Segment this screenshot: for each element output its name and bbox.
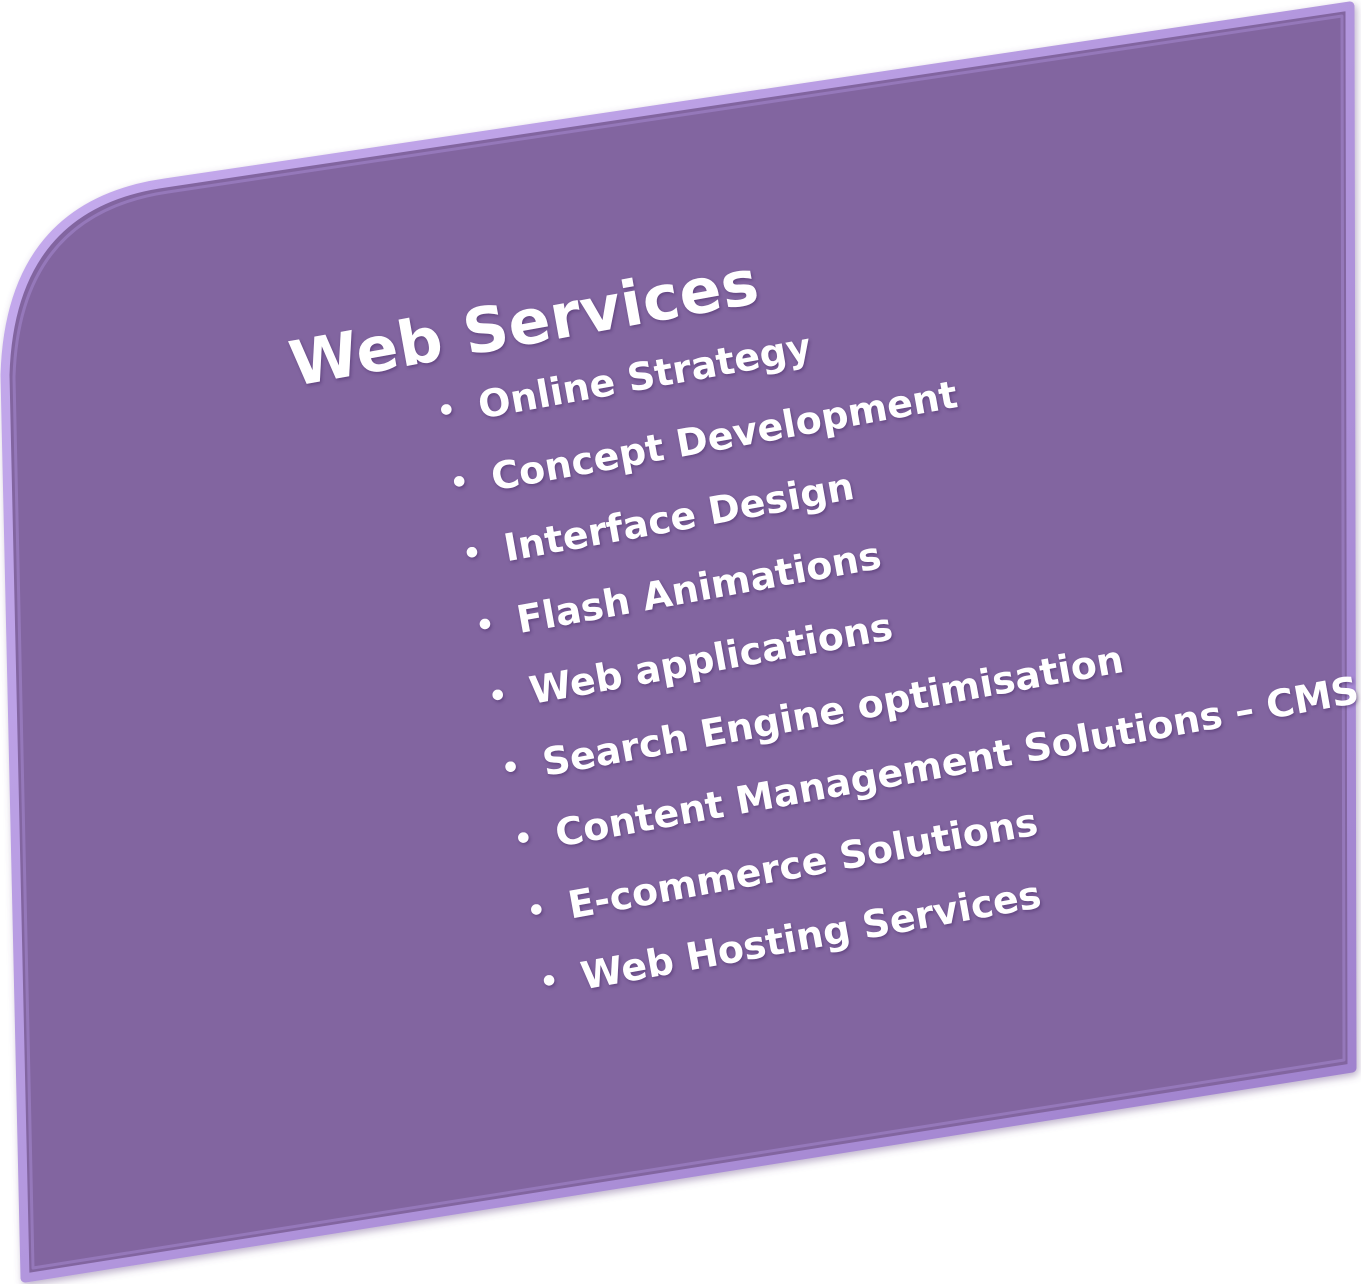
bullet-icon: • [485,677,511,716]
panel-inner-highlight [12,14,1346,1270]
bullet-icon: • [472,606,498,645]
bullet-icon: • [523,891,550,930]
bullet-icon: • [511,820,537,859]
bullet-icon: • [498,748,524,787]
bullet-icon: • [536,962,562,1001]
bullet-icon: • [434,392,460,431]
bullet-icon: • [446,463,473,502]
bullet-icon: • [459,534,485,573]
